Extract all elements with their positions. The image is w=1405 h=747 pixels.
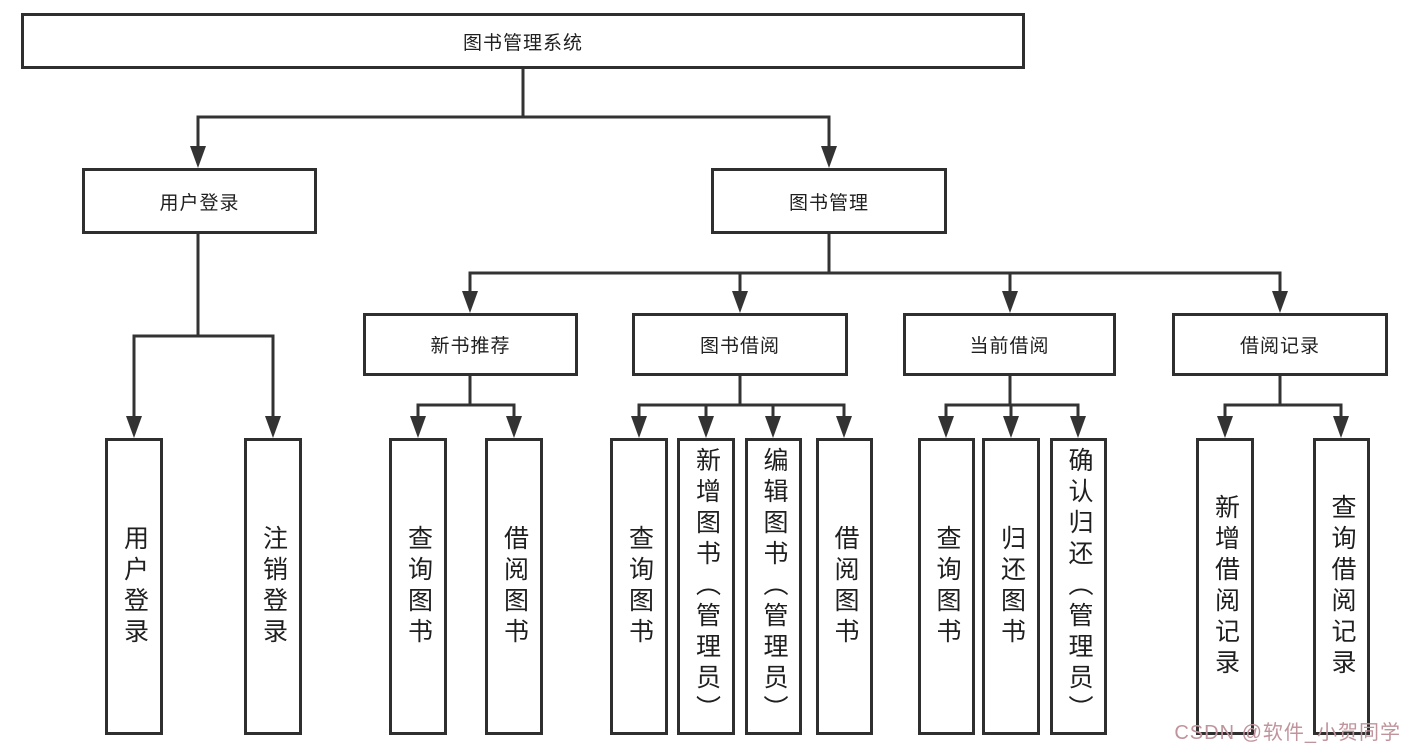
node-user-login: 用户登录 — [105, 438, 163, 735]
csdn-watermark: CSDN @软件_小贺同学 — [1174, 722, 1401, 744]
node-root-system: 图书管理系统 — [21, 13, 1025, 69]
node-label: 编辑图书（管理员） — [760, 447, 788, 726]
node-add-borrow-record: 新增借阅记录 — [1196, 438, 1254, 735]
node-label: 确认归还（管理员） — [1065, 447, 1093, 726]
node-label: 新增借阅记录 — [1211, 493, 1240, 680]
arrowhead — [938, 416, 954, 438]
connector-book-management-children — [462, 234, 1288, 313]
node-label: 图书借阅 — [699, 336, 780, 357]
connector-root-to-level2 — [190, 69, 837, 168]
node-label: 借阅记录 — [1239, 336, 1320, 357]
connector-user-login-children — [126, 233, 281, 438]
connector-borrow-record-children — [1217, 376, 1349, 438]
arrowhead — [265, 416, 281, 438]
node-label: 查询借阅记录 — [1328, 493, 1356, 680]
node-label: 归还图书 — [997, 524, 1026, 649]
node-query-books-2: 查询图书 — [610, 438, 668, 735]
node-borrow-books-2: 借阅图书 — [816, 438, 873, 735]
arrowhead — [126, 416, 142, 438]
node-query-borrow-record: 查询借阅记录 — [1313, 438, 1370, 735]
node-label: 查询图书 — [625, 524, 654, 649]
node-confirm-return-admin: 确认归还（管理员） — [1050, 438, 1107, 735]
node-label: 图书管理 — [788, 192, 869, 214]
arrowhead — [190, 146, 206, 168]
node-current-borrowing: 当前借阅 — [903, 313, 1116, 376]
arrowhead — [1333, 416, 1349, 438]
node-add-books-admin: 新增图书（管理员） — [677, 438, 735, 735]
node-new-book-recommend: 新书推荐 — [363, 313, 578, 376]
node-label: 借阅图书 — [831, 524, 859, 649]
arrowhead — [732, 291, 748, 313]
arrowhead — [1002, 291, 1018, 313]
arrowhead — [1217, 416, 1233, 438]
arrowhead — [631, 416, 647, 438]
node-return-books: 归还图书 — [982, 438, 1040, 735]
arrowhead — [462, 291, 478, 313]
arrowhead — [1003, 416, 1019, 438]
node-logout: 注销登录 — [244, 438, 302, 735]
node-user-login-module: 用户登录 — [82, 168, 317, 234]
node-query-books-1: 查询图书 — [389, 438, 447, 735]
connector-new-book-children — [410, 376, 522, 438]
node-label: 注销登录 — [259, 524, 288, 649]
node-label: 新书推荐 — [430, 336, 511, 357]
connector-current-borrow-children — [938, 376, 1086, 438]
arrowhead — [698, 416, 714, 438]
node-book-borrowing: 图书借阅 — [632, 313, 848, 376]
node-label: 查询图书 — [933, 524, 961, 649]
arrowhead — [1272, 291, 1288, 313]
node-label: 新增图书（管理员） — [692, 447, 721, 726]
node-edit-books-admin: 编辑图书（管理员） — [745, 438, 802, 735]
arrowhead — [410, 416, 426, 438]
connector-book-borrow-children — [631, 376, 852, 438]
arrowhead — [836, 416, 852, 438]
arrowhead — [1070, 416, 1086, 438]
node-borrow-books-1: 借阅图书 — [485, 438, 543, 735]
node-borrowing-records: 借阅记录 — [1172, 313, 1388, 376]
node-label: 借阅图书 — [500, 524, 529, 649]
arrowhead — [821, 146, 837, 168]
node-label: 当前借阅 — [969, 336, 1050, 357]
node-label: 用户登录 — [120, 524, 149, 649]
node-label: 查询图书 — [404, 524, 433, 649]
arrowhead — [506, 416, 522, 438]
arrowhead — [765, 416, 781, 438]
node-label: 图书管理系统 — [462, 32, 583, 54]
node-book-management-module: 图书管理 — [711, 168, 947, 234]
node-query-books-3: 查询图书 — [918, 438, 975, 735]
node-label: 用户登录 — [159, 192, 240, 214]
